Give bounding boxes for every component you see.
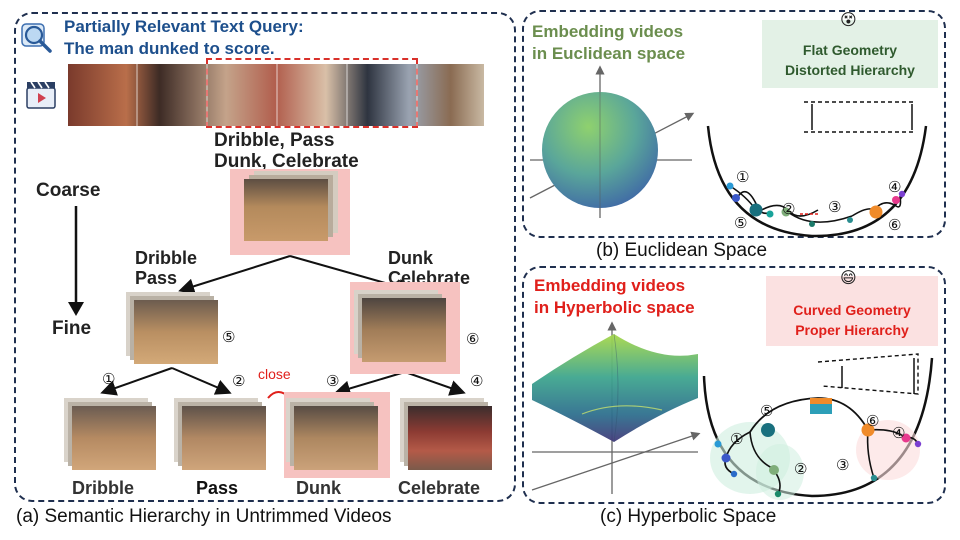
close-label: close [258, 366, 291, 382]
euclid-circled-6: ⑥ [888, 216, 902, 234]
hyperbolic-title-1: Embedding videos [534, 276, 686, 295]
curved-geometry-box: Curved Geometry Proper Hierarchy [766, 276, 938, 346]
euclid-title-2: in Euclidean space [532, 44, 686, 63]
euclid-title-1: Embedding videos [532, 22, 684, 41]
hyp-circled-5: ⑤ [760, 402, 774, 420]
euclid-circled-1: ① [736, 168, 750, 186]
query-line-2: The man dunked to score. [64, 39, 275, 58]
right-node [350, 282, 460, 374]
query-line-1: Partially Relevant Text Query: [64, 17, 304, 36]
caption-a: (a) Semantic Hierarchy in Untrimmed Vide… [16, 506, 392, 527]
leaf-dunk-clip [284, 392, 390, 478]
flat-geometry-label: Flat Geometry [802, 42, 898, 58]
euclid-circled-4: ④ [888, 178, 902, 196]
caption-c: (c) Hyperbolic Space [600, 506, 777, 527]
hyperbolic-title-2: in Hyperbolic space [534, 298, 695, 317]
proper-hierarchy-label: Proper Hierarchy [795, 322, 909, 338]
curved-geometry-label: Curved Geometry [793, 302, 911, 318]
root-node-label-2: Dunk, Celebrate [214, 151, 359, 172]
video-clapper-icon [26, 81, 56, 109]
leaf-label-celebrate: Celebrate [398, 478, 481, 498]
coarse-to-fine-arrow [68, 206, 84, 316]
root-node [230, 169, 350, 255]
left-node [128, 290, 218, 364]
leaf-label-dunk: Dunk [296, 478, 341, 498]
circled-number-6-node: ⑥ [466, 330, 480, 348]
distorted-hierarchy-label: Distorted Hierarchy [785, 62, 915, 78]
dizzy-face-icon: 😵 [840, 10, 857, 29]
leaf-dribble-clip [66, 398, 156, 470]
fine-label: Fine [52, 318, 92, 339]
euclidean-space-diagram [529, 65, 928, 238]
left-node-label-1: Dribble [135, 248, 198, 268]
right-node-label-1: Dunk [388, 248, 433, 268]
circled-number-5-node: ⑤ [222, 328, 236, 346]
leaf-pass-clip [176, 398, 266, 470]
caption-b: (b) Euclidean Space [596, 240, 768, 261]
leaf-label-dribble: Dribble [72, 478, 135, 498]
circled-number-4-leaf: ④ [470, 372, 484, 390]
circled-number-2-leaf: ② [232, 372, 246, 390]
leaf-label-pass: Pass [196, 478, 239, 498]
euclid-circled-2: ② [782, 200, 796, 218]
left-node-label-2: Pass [135, 268, 178, 288]
root-node-label-1: Dribble, Pass [214, 130, 335, 151]
leaf-celebrate-clip [402, 398, 498, 470]
coarse-label: Coarse [36, 180, 101, 201]
flat-geometry-box: Flat Geometry Distorted Hierarchy [762, 20, 938, 88]
panel-a-frame [14, 12, 516, 502]
tree-edges [100, 255, 466, 399]
hyperbolic-space-diagram [531, 321, 934, 500]
hyp-circled-6: ⑥ [866, 412, 880, 430]
hyp-circled-3: ③ [836, 456, 850, 474]
euclid-circled-5: ⑤ [734, 214, 748, 232]
circled-number-1-leaf: ① [102, 370, 116, 388]
hyp-circled-1: ① [730, 430, 744, 448]
search-icon [21, 23, 52, 53]
panel-b-frame [522, 10, 946, 238]
video-filmstrip [68, 58, 484, 128]
circled-number-3-leaf: ③ [326, 372, 340, 390]
panel-c-frame [522, 266, 946, 504]
hyp-circled-4: ④ [892, 424, 906, 442]
hyp-circled-2: ② [794, 460, 808, 478]
euclid-circled-3: ③ [828, 198, 842, 216]
smiling-face-icon: 😄 [840, 268, 857, 287]
